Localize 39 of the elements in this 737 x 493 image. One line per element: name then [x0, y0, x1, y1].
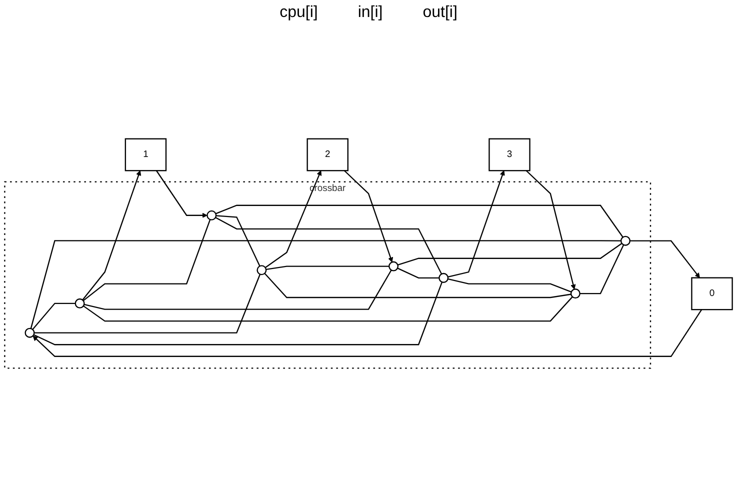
- node-box: 0: [691, 277, 733, 310]
- connector: [215, 216, 442, 274]
- arrow: [448, 170, 505, 278]
- node-circle: [570, 288, 580, 299]
- node-circle: [206, 210, 217, 220]
- arrow: [526, 170, 576, 290]
- connector: [83, 296, 573, 322]
- connector: [32, 302, 76, 330]
- connector: [266, 266, 390, 270]
- label-text: out[i]: [422, 4, 458, 22]
- node-circle: [24, 328, 35, 338]
- connector: [84, 270, 392, 310]
- connector: [82, 219, 211, 302]
- connector: [580, 244, 624, 294]
- arrow: [32, 309, 702, 357]
- label-text: cpu[i]: [280, 4, 318, 22]
- node-circle: [620, 236, 630, 246]
- connector: [397, 268, 440, 279]
- node-circle: [388, 261, 399, 272]
- arrow: [156, 170, 208, 218]
- arrow: [630, 240, 700, 278]
- node-circle: [438, 272, 449, 283]
- node-circle: [256, 265, 267, 276]
- connector: [216, 204, 624, 238]
- node-box: 2: [306, 138, 348, 172]
- connector: [264, 273, 572, 298]
- connector: [33, 282, 443, 346]
- node-box: 1: [124, 138, 167, 172]
- connector: [216, 215, 260, 266]
- node-box: 3: [488, 138, 530, 172]
- arrow: [82, 170, 142, 300]
- connector: [398, 242, 622, 266]
- connector: [30, 240, 622, 329]
- arrow: [344, 170, 394, 262]
- label-text: in[i]: [358, 4, 383, 22]
- connector: [448, 278, 572, 292]
- arrow: [264, 170, 322, 268]
- connector: [34, 274, 261, 334]
- node-circle: [74, 298, 85, 308]
